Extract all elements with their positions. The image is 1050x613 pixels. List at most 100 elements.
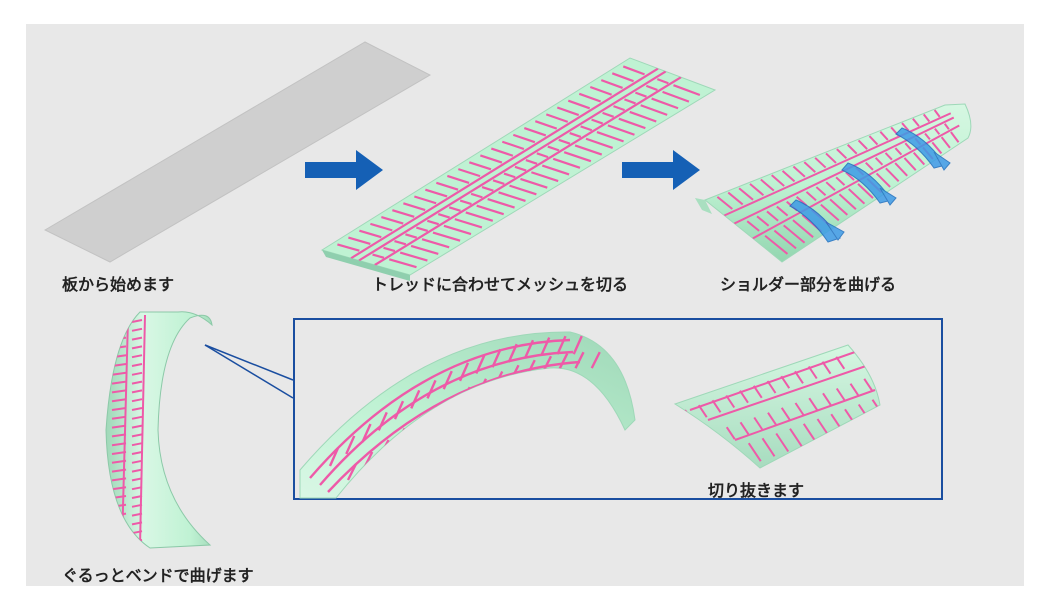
sipe-line: [874, 157, 884, 166]
sipe-line: [540, 337, 551, 357]
sipe-line: [514, 165, 527, 172]
sipe-line: [773, 229, 797, 250]
sipe-line: [436, 181, 459, 191]
sipe-line: [580, 125, 593, 132]
sipe-line: [410, 244, 439, 255]
sipe-line: [749, 183, 765, 196]
sipe-line: [481, 186, 494, 192]
sipe-line: [131, 336, 143, 341]
sipe-line: [825, 181, 836, 191]
sipe-line: [821, 361, 832, 375]
sipe-line: [131, 327, 143, 332]
sipe-line: [392, 209, 415, 218]
sipe-line: [829, 198, 849, 216]
sipe-line: [711, 399, 722, 413]
caption-flat-plate: 板から始めます: [62, 275, 175, 294]
sipe-line: [569, 132, 582, 139]
sipe-line: [922, 113, 931, 123]
sipe-line: [835, 176, 846, 186]
sipe-line: [509, 184, 537, 196]
sipe-line: [578, 92, 602, 103]
sipe-line: [761, 437, 776, 457]
sipe-line: [372, 253, 385, 259]
sipe-line: [556, 106, 580, 117]
sipe-line: [835, 356, 846, 370]
sipe-line: [131, 371, 143, 376]
circumferential-groove: [350, 67, 659, 260]
sipe-line: [885, 167, 900, 183]
sipe-line: [792, 165, 806, 178]
circumferential-groove: [121, 317, 129, 546]
sipe-line: [756, 215, 770, 227]
sipe-line: [337, 243, 360, 252]
sipe-line: [863, 378, 874, 392]
sipe-line: [131, 363, 143, 367]
sipe-line: [131, 424, 143, 429]
sipe-line: [531, 171, 559, 183]
sipe-line: [131, 442, 143, 447]
sipe-line: [725, 426, 736, 440]
sipe-line: [780, 375, 791, 389]
sipe-line: [426, 219, 439, 226]
circumferential-groove: [327, 360, 581, 493]
sipe-line: [131, 389, 143, 394]
diagram-panel: [26, 24, 1024, 586]
sipe-line: [442, 370, 453, 390]
sipe-line: [479, 154, 503, 164]
sipe-line: [563, 151, 592, 163]
sipe-line: [111, 433, 127, 438]
sipe-line: [807, 365, 818, 380]
sipe-line: [388, 258, 417, 269]
sipe-line: [752, 385, 763, 399]
sipe-line: [904, 142, 912, 151]
sipe-line: [416, 226, 429, 232]
sipe-line: [403, 202, 426, 212]
sipe-line: [794, 402, 805, 416]
circumferential-groove: [309, 338, 571, 479]
sipe-line: [547, 145, 560, 152]
sipe-line: [849, 383, 860, 397]
zoom-detail-frame: [293, 318, 943, 500]
sipe-line: [673, 84, 701, 97]
sipe-line: [348, 236, 371, 245]
circumferential-groove: [723, 112, 952, 217]
sipe-line: [111, 407, 127, 411]
sipe-line: [448, 206, 461, 212]
sipe-line: [645, 84, 658, 92]
sipe-line: [383, 246, 396, 253]
sipe-line: [760, 178, 775, 192]
sipe-line: [924, 132, 931, 141]
sipe-line: [111, 442, 127, 447]
sipe-line: [503, 172, 516, 179]
sipe-line: [487, 197, 515, 209]
sipe-line: [131, 468, 143, 473]
sipe-line: [523, 127, 547, 137]
sipe-line: [131, 451, 143, 455]
sipe-line: [781, 170, 796, 183]
sipe-line: [845, 171, 855, 181]
sipe-line: [822, 392, 832, 406]
sipe-line: [567, 99, 591, 110]
sipe-line: [131, 407, 143, 411]
sipe-line: [901, 122, 910, 132]
sipe-line: [520, 177, 548, 189]
sipe-line: [943, 123, 950, 130]
sipe-line: [775, 432, 790, 453]
caption-mesh-cut: トレッドに合わせてメッシュを切る: [372, 275, 629, 294]
sipe-line: [111, 415, 127, 420]
sipe-line: [361, 423, 372, 443]
sipe-line: [950, 131, 960, 143]
sipe-line: [727, 191, 744, 206]
sipe-line: [545, 113, 569, 123]
sipe-line: [131, 459, 143, 464]
sipe-line: [558, 353, 569, 371]
sipe-line: [848, 188, 866, 205]
sipe-line: [574, 144, 603, 156]
sipe-line: [613, 105, 625, 112]
sipe-line: [825, 152, 837, 164]
